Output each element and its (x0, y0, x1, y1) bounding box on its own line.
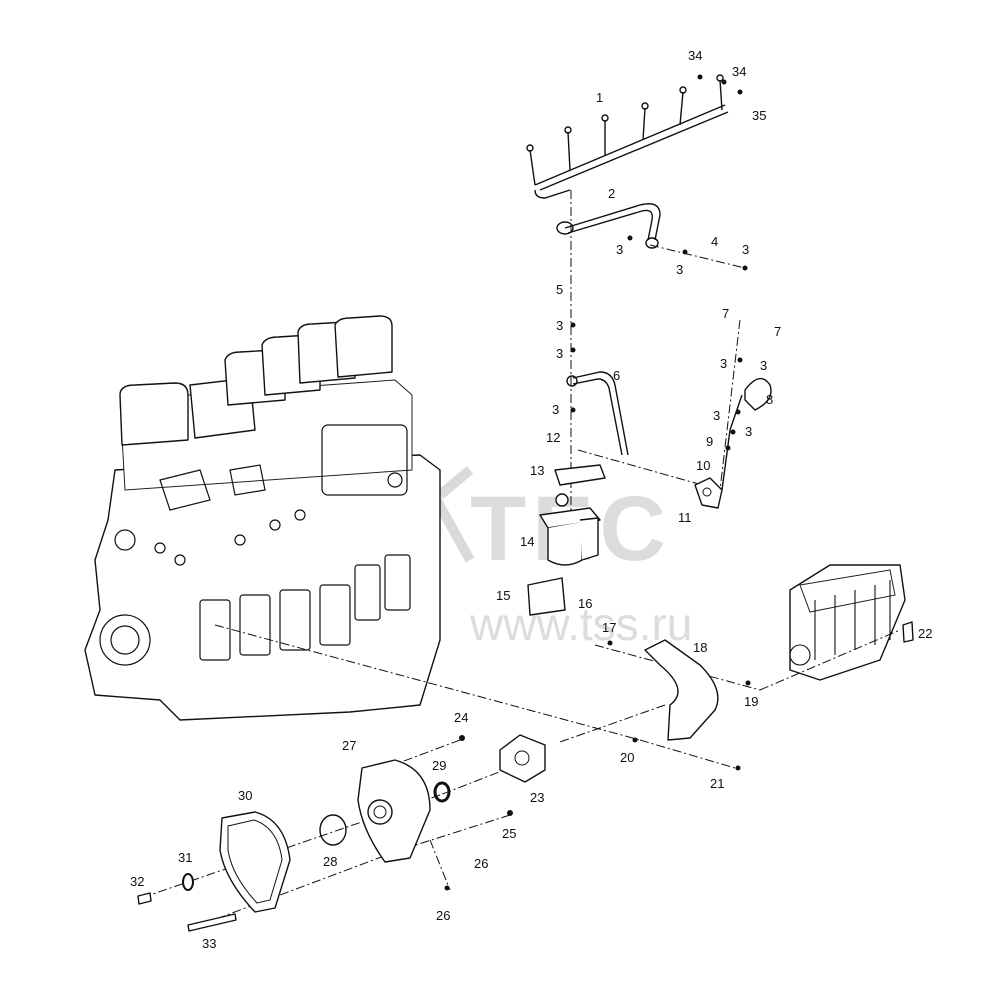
callout-31: 31 (178, 850, 192, 865)
callout-21: 21 (710, 776, 724, 791)
callout-3f: 3 (720, 356, 727, 371)
callout-15: 15 (496, 588, 510, 603)
part-28-o-ring (319, 814, 347, 846)
callout-16: 16 (578, 596, 592, 611)
callout-19: 19 (744, 694, 758, 709)
callout-3g: 3 (760, 358, 767, 373)
callout-7b: 7 (774, 324, 781, 339)
part-30-gasket (219, 811, 291, 913)
part-15-bracket (527, 577, 566, 616)
callout-32: 32 (130, 874, 144, 889)
callout-24: 24 (454, 710, 468, 725)
part-33-bolt (187, 913, 237, 932)
engine-block (84, 315, 441, 721)
callout-11: 11 (678, 510, 692, 525)
callout-7a: 7 (722, 306, 729, 321)
callout-26a: 26 (474, 856, 488, 871)
part-11-fitting (694, 477, 723, 509)
part-6-fuel-line (566, 371, 629, 456)
injection-pump (789, 564, 906, 681)
part-29-seal (433, 781, 451, 803)
callout-3h: 3 (552, 402, 559, 417)
callout-34b: 34 (732, 64, 746, 79)
part-31-washer (182, 873, 194, 891)
callout-12: 12 (546, 430, 560, 445)
callout-20: 20 (620, 750, 634, 765)
part-18-support-bracket (644, 639, 719, 741)
callouts: 34 34 35 1 2 3 4 3 3 5 7 7 3 3 3 3 6 8 3… (130, 48, 932, 951)
watermark-url: www.tss.ru (469, 598, 692, 650)
callout-14: 14 (520, 534, 534, 549)
callout-30: 30 (238, 788, 252, 803)
part-14-fuel-filter (539, 493, 601, 566)
hardware-dots (444, 74, 751, 891)
callout-8: 8 (766, 392, 773, 407)
callout-3e: 3 (556, 346, 563, 361)
callout-26b: 26 (436, 908, 450, 923)
part-2-fuel-line (556, 203, 661, 249)
callout-3c: 3 (676, 262, 683, 277)
callout-2: 2 (608, 186, 615, 201)
callout-17: 17 (602, 620, 616, 635)
part-23-adapter (499, 734, 546, 783)
part-27-cover-plate (357, 759, 431, 863)
callout-3a: 3 (616, 242, 623, 257)
callout-10: 10 (696, 458, 710, 473)
callout-4: 4 (711, 234, 718, 249)
callout-13: 13 (530, 463, 544, 478)
callout-18: 18 (693, 640, 707, 655)
callout-1: 1 (596, 90, 603, 105)
callout-9: 9 (706, 434, 713, 449)
callout-3i: 3 (713, 408, 720, 423)
callout-34a: 34 (688, 48, 702, 63)
part-22-fitting (902, 621, 914, 643)
callout-25: 25 (502, 826, 516, 841)
callout-28: 28 (323, 854, 337, 869)
part-8-fuel-line (721, 377, 772, 491)
callout-27: 27 (342, 738, 356, 753)
callout-6: 6 (613, 368, 620, 383)
callout-29: 29 (432, 758, 446, 773)
callout-3b: 3 (742, 242, 749, 257)
callout-3j: 3 (745, 424, 752, 439)
part-32-bolt (137, 892, 152, 905)
callout-23: 23 (530, 790, 544, 805)
part-13-bracket (554, 464, 606, 486)
callout-35: 35 (752, 108, 766, 123)
callout-3d: 3 (556, 318, 563, 333)
part-1-injector-lines (526, 74, 729, 199)
callout-5: 5 (556, 282, 563, 297)
callout-22: 22 (918, 626, 932, 641)
callout-33: 33 (202, 936, 216, 951)
